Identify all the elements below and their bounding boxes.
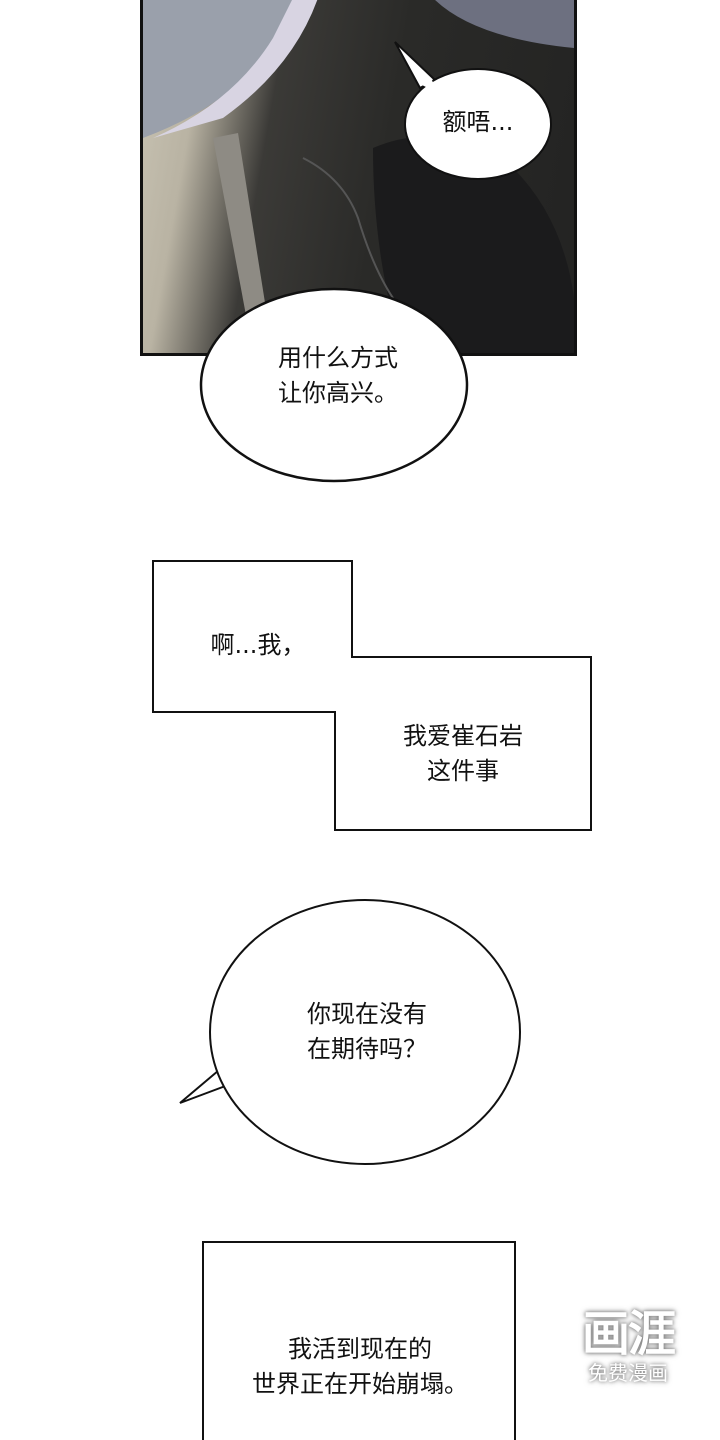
narration3-text: 我活到现在的 世界正在开始崩塌。 <box>252 1332 468 1402</box>
line: 让你高兴。 <box>278 379 398 407</box>
bubble2 <box>199 287 469 483</box>
bubble1 <box>404 68 552 180</box>
narration2-text: 我爱崔石岩 这件事 <box>403 719 523 789</box>
bubble3-text: 你现在没有 在期待吗？ <box>307 997 427 1067</box>
panel-artwork <box>143 0 574 353</box>
line: 我爱崔石岩 <box>403 722 523 750</box>
bubble2-text: 用什么方式 让你高兴。 <box>278 341 398 411</box>
line: 这件事 <box>427 757 499 785</box>
narration-boxes <box>152 560 592 831</box>
watermark-logo: 画涯 免费漫画 <box>568 1308 688 1386</box>
line: 用什么方式 <box>278 344 398 372</box>
line: 我活到现在的 <box>288 1335 432 1363</box>
watermark-tagline: 免费漫画 <box>588 1361 668 1385</box>
bubble3 <box>209 899 521 1165</box>
bubble1-text: 额唔... <box>442 108 514 136</box>
line: 在期待吗？ <box>307 1035 427 1063</box>
watermark-logo-text: 画涯 <box>581 1306 676 1362</box>
line: 你现在没有 <box>307 1000 427 1028</box>
narration-box-bottom <box>202 1241 516 1440</box>
narration1-text: 啊...我， <box>210 631 306 659</box>
line: 世界正在开始崩塌。 <box>252 1370 468 1398</box>
